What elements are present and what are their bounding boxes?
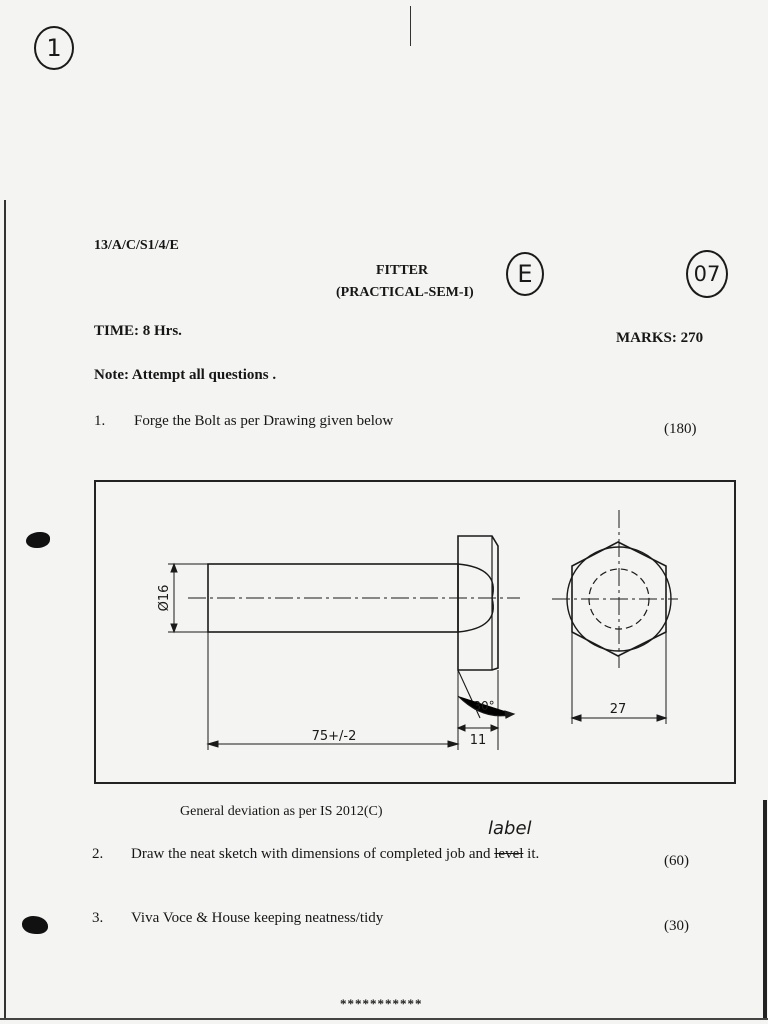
question-2-marks: (60) — [664, 853, 689, 869]
question-2-number: 2. — [92, 846, 104, 862]
time-label: TIME: 8 Hrs. — [94, 323, 182, 339]
question-2-struck-word: level — [494, 846, 524, 862]
question-1-number: 1. — [94, 413, 106, 429]
diameter-label: Ø16 — [157, 585, 172, 612]
bolt-drawing: Ø16 75+/-2 11 30° — [157, 510, 678, 750]
question-1-marks: (180) — [664, 421, 697, 437]
question-2-text: Draw the neat sketch with dimensions of … — [131, 846, 539, 863]
length-label: 75+/-2 — [312, 729, 357, 744]
marks-label: MARKS: 270 — [616, 330, 704, 346]
hex-end-view — [571, 541, 667, 657]
deviation-note: General deviation as per IS 2012(C) — [180, 804, 383, 819]
trade-title: FITTER — [376, 263, 429, 278]
paper-mark: 07 — [686, 250, 728, 298]
question-3-number: 3. — [92, 910, 104, 926]
scan-artifact-right-edge — [763, 800, 767, 1020]
scan-artifact-top-line — [410, 6, 411, 46]
across-flats-label: 27 — [610, 702, 627, 717]
punch-hole-mark-upper — [26, 532, 50, 548]
scan-artifact-left-edge — [4, 200, 6, 1020]
punch-hole-mark-lower — [22, 916, 48, 934]
question-2-text-end: it. — [523, 846, 540, 862]
question-3-marks: (30) — [664, 918, 689, 934]
exam-title: (PRACTICAL-SEM-I) — [336, 285, 474, 300]
question-1-text: Forge the Bolt as per Drawing given belo… — [134, 413, 394, 429]
version-mark: E — [506, 252, 544, 296]
question-3-text: Viva Voce & House keeping neatness/tidy — [131, 910, 384, 926]
handwritten-correction: label — [488, 818, 532, 839]
question-2-text-main: Draw the neat sketch with dimensions of … — [131, 846, 495, 862]
angle-label: 30° — [473, 699, 494, 713]
drawing-frame: Ø16 75+/-2 11 30° — [94, 480, 736, 784]
head-label: 11 — [470, 733, 487, 748]
end-mark: *********** — [340, 996, 423, 1011]
note-text: Note: Attempt all questions . — [94, 367, 277, 383]
paper-code: 13/A/C/S1/4/E — [94, 238, 179, 253]
scan-artifact-bottom-line — [0, 1018, 768, 1020]
page-number-mark: 1 — [34, 26, 74, 70]
